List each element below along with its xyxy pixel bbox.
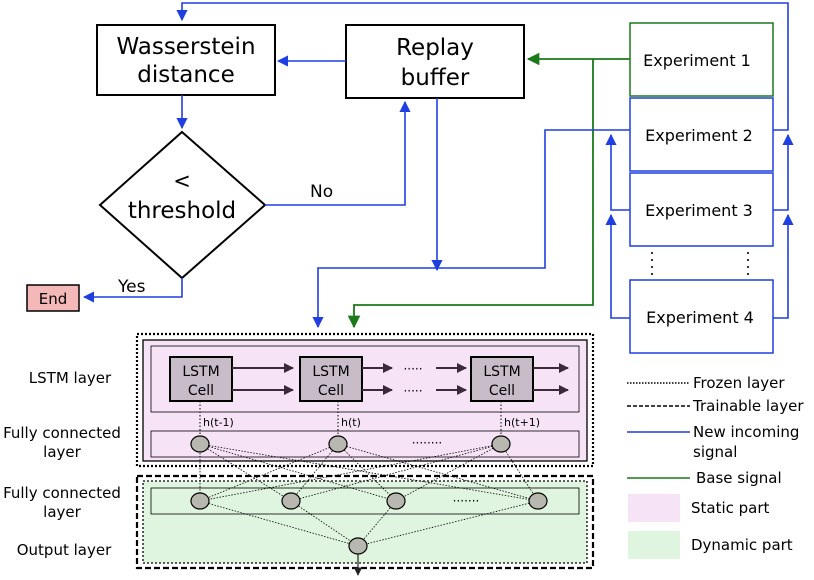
connection-line xyxy=(199,500,359,547)
decision-line2: threshold xyxy=(128,198,236,224)
fc-dynamic-label-line2: layer xyxy=(43,503,81,521)
experiment-4-label: Experiment 4 xyxy=(646,308,754,327)
connection-line xyxy=(290,443,502,502)
frozen-block-border xyxy=(135,332,595,468)
legend-base-signal-label: Base signal xyxy=(696,469,782,487)
legend-trainable-label: Trainable layer xyxy=(692,397,804,415)
end-node: End xyxy=(26,284,80,312)
output-layer-label: Output layer xyxy=(17,541,112,559)
base-signal-to-network-arrow xyxy=(347,59,594,329)
neuron xyxy=(528,492,548,510)
lstm-cell-1: LSTM Cell xyxy=(169,356,233,402)
lstm-recurrent-arrows xyxy=(232,363,569,395)
fc-dynamic-ellipsis: ······· xyxy=(453,494,480,508)
experiment-3-label: Experiment 3 xyxy=(645,201,753,220)
fc-static-layer-box xyxy=(150,430,580,458)
lstm-cell-label-line2: Cell xyxy=(318,383,344,399)
lstm-layer-label: LSTM layer xyxy=(29,369,112,387)
lstm-cell-label-line1: LSTM xyxy=(182,364,219,380)
fc-static-neurons xyxy=(190,435,511,453)
fc-dynamic-neurons xyxy=(190,492,548,510)
replay-line2: buffer xyxy=(401,65,470,91)
fc-static-ellipsis: ········ xyxy=(412,436,443,450)
neuron xyxy=(328,435,348,453)
lstm-cell-label-line2: Cell xyxy=(188,383,214,399)
hidden-label-t-minus-1: h(t-1) xyxy=(203,416,234,429)
no-label: No xyxy=(310,182,333,202)
new-signal-to-network-arrow xyxy=(312,129,630,329)
legend-dynamic-swatch xyxy=(628,531,680,559)
experiment-4-node: Experiment 4 xyxy=(629,279,774,354)
experiment-gap-dots xyxy=(651,252,749,276)
experiment-1-node: Experiment 1 xyxy=(629,22,774,97)
connection-line xyxy=(395,443,502,502)
exp3-right-arrow xyxy=(773,133,794,211)
wasserstein-line1: Wasserstein xyxy=(116,34,255,60)
fc-dynamic-layer-box xyxy=(150,487,580,515)
wasserstein-line2: distance xyxy=(137,62,234,88)
experiment-2-node: Experiment 2 xyxy=(629,97,774,172)
connection-line xyxy=(290,443,339,502)
hidden-label-t: h(t) xyxy=(341,416,361,429)
connection-line xyxy=(199,443,539,502)
no-branch-arrow xyxy=(265,100,411,206)
legend-dynamic-label: Dynamic part xyxy=(691,536,793,554)
legend-static-label: Static part xyxy=(691,499,770,517)
connection-line xyxy=(290,500,359,547)
connection-line xyxy=(199,443,397,502)
connection-line xyxy=(199,443,502,502)
hidden-label-t-plus-1: h(t+1) xyxy=(504,416,540,429)
trainable-block-border xyxy=(135,474,595,570)
legend-static-swatch xyxy=(628,494,680,522)
replay-buffer-node: Replay buffer xyxy=(345,24,525,99)
lstm-cell-label-line1: LSTM xyxy=(483,364,520,380)
fc-static-label-line1: Fully connected xyxy=(3,424,121,442)
fc-connections xyxy=(199,443,539,547)
lstm-cell-3: LSTM Cell xyxy=(470,356,534,402)
connection-line xyxy=(500,443,539,502)
connection-line xyxy=(199,443,339,502)
neuron xyxy=(386,492,406,510)
legend-new-signal-line2: signal xyxy=(693,443,737,461)
neuron xyxy=(190,492,210,510)
legend-frozen-label: Frozen layer xyxy=(693,374,785,392)
new-signal-to-wasserstein-arrow xyxy=(176,2,789,131)
lstm-ellipsis-top: ····· xyxy=(403,362,422,376)
lstm-layer-box xyxy=(150,345,580,413)
exp4-left-arrow xyxy=(605,213,630,319)
neuron xyxy=(190,435,210,453)
yes-branch-arrow xyxy=(82,278,183,303)
hidden-state-links xyxy=(199,401,502,435)
legend: Frozen layer Trainable layer New incomin… xyxy=(627,374,804,559)
fc-dynamic-label-line1: Fully connected xyxy=(3,484,121,502)
wasserstein-node: Wasserstein distance xyxy=(96,24,276,96)
lstm-cell-label-line2: Cell xyxy=(489,383,515,399)
neuron xyxy=(281,492,301,510)
exp3-left-arrow xyxy=(605,133,630,211)
connection-line xyxy=(357,500,397,547)
experiment-1-label: Experiment 1 xyxy=(643,51,751,70)
yes-label: Yes xyxy=(117,277,146,297)
threshold-decision: < threshold xyxy=(98,130,267,280)
lstm-ellipsis-bottom: ····· xyxy=(403,384,422,398)
replay-line1: Replay xyxy=(396,35,474,61)
decision-line1: < xyxy=(173,169,191,193)
output-neuron xyxy=(348,537,368,555)
lstm-cell-label-line1: LSTM xyxy=(312,364,349,380)
experiment-2-label: Experiment 2 xyxy=(645,126,753,145)
legend-new-signal-line1: New incoming xyxy=(693,423,799,441)
exp4-right-arrow xyxy=(773,213,794,319)
connection-line xyxy=(357,500,539,547)
lstm-cell-2: LSTM Cell xyxy=(299,356,363,402)
fc-static-label-line2: layer xyxy=(43,443,81,461)
end-label: End xyxy=(39,290,68,308)
experiment-3-node: Experiment 3 xyxy=(629,172,774,247)
neuron xyxy=(491,435,511,453)
